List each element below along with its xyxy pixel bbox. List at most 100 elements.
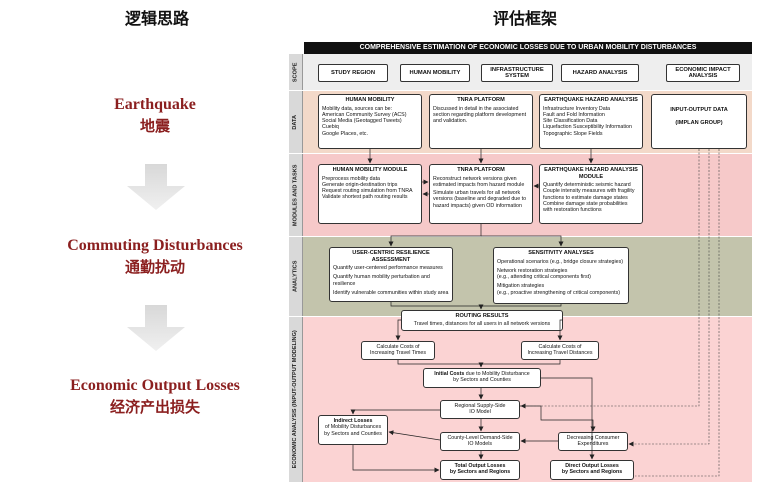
box-title: TNRA PLATFORM [457,97,505,103]
box-line: with restoration functions [543,207,602,214]
connector-line [481,360,561,365]
connector-line [388,224,482,247]
box-line: hazard impacts) given OD information [433,202,522,209]
flow-step-en: Commuting Disturbances [67,237,243,254]
box-line: Mitigation strategies [497,283,545,290]
box-line: Calculate Costs of [538,344,582,350]
band-label-scope: SCOPE [289,54,303,90]
scope-human-mobility: HUMAN MOBILITY [400,64,470,82]
box-line: Reconstruct network versions given [433,175,517,182]
connector-line [388,430,441,441]
box-line: Quantify human mobility perturbation and… [333,274,430,287]
box-line: Fault and Fold Information [543,111,605,118]
box-line: Quantify user-centered performance measu… [333,265,443,272]
box-line: Decreasing Consumer [566,435,620,441]
box-line: Calculate Costs of [376,344,420,350]
box-line: by Sectors and Regions [449,469,511,476]
connector-lines [350,149,720,477]
scope-study-region: STUDY REGION [318,64,388,82]
box-title: EARTHQUAKE HAZARD ANALYSIS [544,97,638,103]
analytics-box-resilience: USER-CENTRIC RESILIENCE ASSESSMENT Quant… [329,247,453,302]
decreasing-expenditures-box: Decreasing Consumer Expenditures [558,432,628,451]
dashed-connector-line [520,149,700,409]
initial-costs-bold: Initial Costs [434,371,465,377]
box-line: Couple intensity measures with fragility [543,188,635,195]
box-line: (e.g., proactive strengthening of critic… [497,289,621,296]
data-box-hazard: EARTHQUAKE HAZARD ANALYSIS Infrastructur… [539,94,643,149]
box-line: Infrastructure Inventory Data [543,105,611,112]
cost-distance-box: Calculate Costs of Increasing Travel Dis… [521,341,599,360]
connector-line [352,445,440,473]
band-label-data: DATA [289,91,303,153]
box-title: ROUTING RESULTS [455,313,509,319]
connector-line [520,405,596,432]
box-line: functions to estimate damage states [543,194,628,201]
module-box-mobility: HUMAN MOBILITY MODULE Preprocess mobilit… [318,164,422,224]
box-line: IO Model [469,409,491,416]
box-line: Simulate urban travels for all network [433,190,521,197]
scope-economic-impact: ECONOMIC IMPACT ANALYSIS [666,64,740,82]
box-line: Liquefaction Susceptibility Information [543,124,632,131]
flow-step-earthquake: Earthquake 地震 [20,96,290,136]
box-line: Site Classification Data [543,118,598,125]
box-line: Total Output Losses [454,463,506,469]
band-label-analytics: ANALYTICS [289,237,303,316]
dashed-connector-line [628,149,710,447]
flow-step-commuting: Commuting Disturbances 通勤扰动 [20,237,290,277]
box-line: Quantify deterministic seismic hazard [543,182,631,189]
flow-step-economic: Economic Output Losses 经济产出损失 [20,377,290,417]
box-line: Increasing Travel Distances [527,350,593,357]
connector-line [481,304,562,307]
box-title: HUMAN MOBILITY [345,97,395,103]
box-line: IO Models [467,441,493,448]
box-line: versions (baseline and degraded due to [433,196,527,203]
box-title: USER-CENTRIC RESILIENCE ASSESSMENT [352,250,430,263]
box-line: Google Places, etc. [322,130,368,137]
county-io-box: County-Level Demand-Side IO Models [440,432,520,451]
box-line: by Sectors and Counties [324,430,382,437]
box-line: County-Level Demand-Side [447,435,513,441]
box-line: Preprocess mobility data [322,175,380,182]
framework-diagram: SCOPE DATA MODULES AND TASKS ANALYTICS E… [289,40,752,482]
scope-infrastructure: INFRASTRUCTURE SYSTEM [481,64,553,82]
box-line: Topographic Slope Fields [543,130,603,137]
band-label-modules: MODULES AND TASKS [289,154,303,236]
box-line: Discussed in detail in the associated [433,105,519,112]
box-line: Network restoration strategies [497,267,568,274]
module-box-tnra: TNRA PLATFORM Reconstruct network versio… [429,164,533,224]
framework-title: COMPREHENSIVE ESTIMATION OF ECONOMIC LOS… [304,42,752,54]
indirect-losses-title: Indirect Losses [333,418,373,424]
box-line: American Community Survey (ACS) [322,111,407,118]
box-line: Regional Supply-Side [454,403,506,409]
flow-step-zh: 地震 [139,117,170,135]
connector-line [397,360,484,368]
box-subtitle: (IMPLAN GROUP) [675,119,723,126]
flow-step-en: Economic Output Losses [70,377,240,394]
direct-output-losses-box: Direct Output Losses by Sectors and Regi… [550,460,634,480]
regional-io-box: Regional Supply-Side IO Model [440,400,520,419]
box-line: Validate shortest path routing results [322,194,408,201]
down-arrow-icon [127,164,185,210]
flow-step-en: Earthquake [114,96,196,113]
box-title: SENSITIVITY ANALYSES [528,250,594,256]
routing-results-box: ROUTING RESULTS Travel times, distances … [401,310,563,331]
box-line: estimated impacts from hazard module [433,181,525,188]
box-line: Mobility data, sources can be: [322,105,393,112]
box-line: Generate origin-destination trips [322,181,398,188]
box-title: INPUT-OUTPUT DATA [670,107,728,113]
indirect-losses-box: Indirect Losses of Mobility Disturbances… [318,415,388,445]
data-box-io: INPUT-OUTPUT DATA (IMPLAN GROUP) [651,94,747,149]
box-title: EARTHQUAKE HAZARD ANALYSIS MODULE [544,167,638,180]
box-line: of Mobility Disturbances [324,424,382,431]
connector-line [541,377,595,460]
flow-step-zh: 通勤扰动 [124,258,185,276]
box-line: section regarding platform development [433,111,527,118]
box-line: (e.g., attending critical components fir… [497,274,591,281]
left-header: 逻辑思路 [124,9,189,28]
box-line: Identify vulnerable communities within s… [333,289,449,296]
data-box-mobility: HUMAN MOBILITY Mobility data, sources ca… [318,94,422,149]
dashed-connector-line [635,149,720,477]
box-title: TNRA PLATFORM [457,167,505,173]
box-line: by Sectors and Counties [453,377,511,384]
analytics-box-sensitivity: SENSITIVITY ANALYSES Operational scenari… [493,247,629,304]
